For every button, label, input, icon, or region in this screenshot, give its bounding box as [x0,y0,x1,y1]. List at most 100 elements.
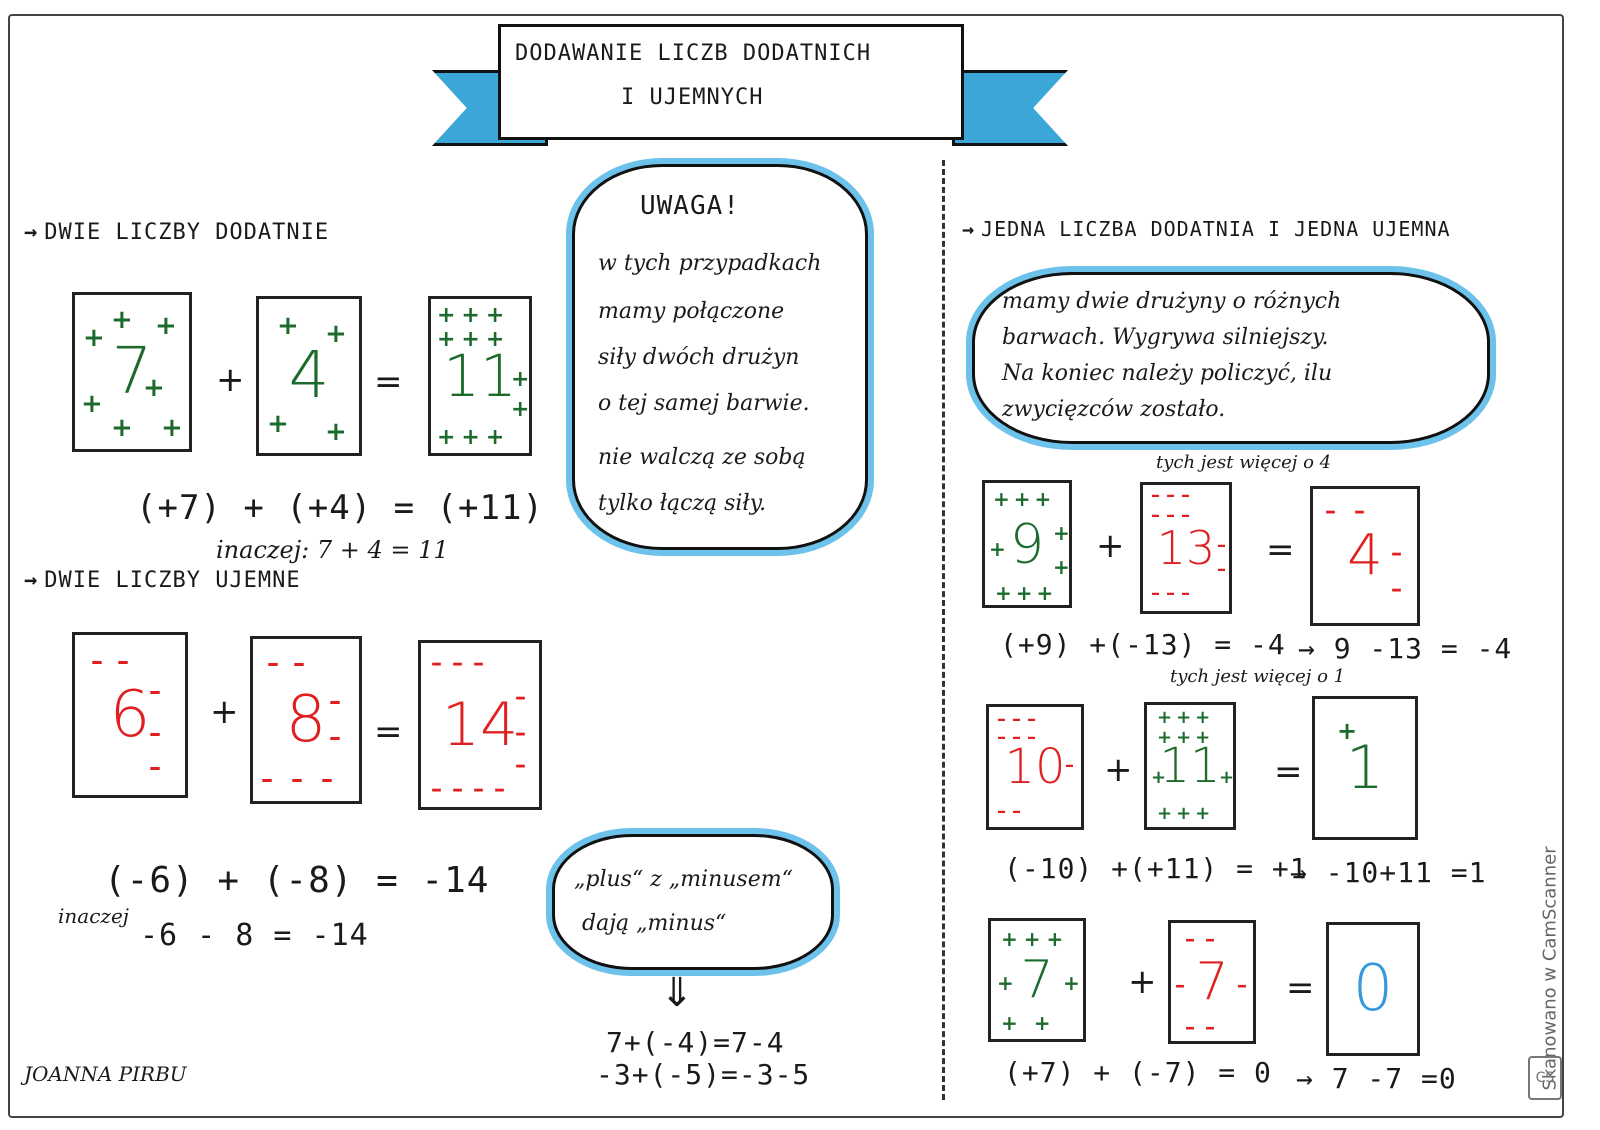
alt-formula-mixed-1-text: 9 -13 = -4 [1333,632,1513,665]
plus-icon: + [1151,767,1167,788]
equals-operator: = [374,362,403,402]
alt-formula-mixed-1: → 9 -13 = -4 [1298,632,1512,665]
minus-row-icon: ––– [261,765,351,793]
minus-row-icon: ––– [431,651,494,676]
camscanner-logo-icon: CS [1528,1056,1562,1100]
section-mixed: →JEDNA LICZBA DODATNIA I JEDNA UJEMNA [962,216,1502,242]
minus-row-icon: –– [1185,927,1225,951]
minus-row-icon: –– [1185,1015,1225,1039]
note-line: tylko łączą siły. [598,491,767,516]
plus-icon: + [1219,767,1235,788]
minus-icon: – [1391,577,1402,602]
minus-row-icon: ––– [997,727,1042,748]
equals-operator: = [1266,530,1295,570]
plus-icon: + [325,417,347,447]
plus-row-icon: +++ [437,425,511,450]
formula-mixed-1: (+9) +(-13) = -4 [1000,628,1286,661]
arrow-icon: → [24,220,39,245]
scanner-text: Skanowano w CamScanner [1539,846,1561,1091]
plus-minus-example: -3+(-5)=-3-5 [596,1058,811,1091]
title-banner: DODAWANIE LICZB DODATNICH I UJEMNYCH [498,24,964,140]
arrow-icon: → [962,217,976,241]
plus-row-icon: +++ [1157,707,1215,728]
card-number: 11 [1159,738,1221,794]
plus-icon: + [997,971,1014,995]
alt-label-negative: inaczej [58,904,129,928]
plus-icon: + [143,373,165,403]
equals-operator: = [374,712,403,752]
card-minus-6: 6 –– – – – [72,632,188,798]
author-signature: JOANNA PIRBU [24,1062,187,1086]
minus-row-icon: –– [91,647,143,675]
plus-icon: + [161,413,183,443]
minus-row-icon: ––– [1151,485,1196,506]
plus-icon: + [81,389,103,419]
mixed-cloud [972,272,1490,444]
plus-icon: + [111,413,133,443]
section-mixed-label: JEDNA LICZBA DODATNIA I JEDNA UJEMNA [981,217,1451,241]
minus-icon: – [515,685,526,710]
plus-row-icon: +++ [993,487,1056,511]
scanner-watermark: Skanowano w CamScanner [1535,780,1561,1100]
equals-operator: = [1274,752,1303,792]
card-number: 9 [1009,512,1045,576]
title-line-1: DODAWANIE LICZB DODATNICH [515,41,872,66]
plus-row-icon: +++ [1001,927,1070,951]
arrow-icon: → [24,568,39,593]
card-number: 11 [443,342,517,410]
minus-icon: – [515,753,526,778]
plus-row-icon: ++ [1001,1011,1067,1035]
plus-icon: + [511,367,530,392]
card-number: 4 [1347,523,1383,589]
equals-operator: = [1286,968,1315,1008]
card-plus-1: 1 + [1312,696,1418,840]
minus-row-icon: ––– [1151,583,1196,604]
plus-icon: + [1063,971,1080,995]
plus-icon: + [511,397,530,422]
minus-row-icon: –––– [431,777,515,802]
plus-operator: + [210,692,239,732]
formula-mixed-2: (-10) +(+11) = +1 [1004,852,1308,885]
card-plus-11: 11 +++ +++ + + +++ [1144,702,1236,830]
card-number: 10 [1004,739,1066,795]
mixed-cloud-line: zwycięzców zostało. [1002,397,1226,422]
minus-row-icon: –– [267,649,319,677]
card-minus-14: 14 ––– – – – –––– [418,640,542,810]
card-zero: 0 [1326,922,1420,1056]
plus-row-icon: +++ [437,327,511,352]
difference-note: tych jest więcej o 1 [1170,666,1346,687]
minus-icon: – [149,677,161,705]
card-minus-4: 4 –– – – [1310,486,1420,626]
minus-icon: – [1217,559,1226,580]
plus-icon: + [277,311,299,341]
minus-icon: – [1237,973,1247,997]
card-number: 7 [1195,952,1229,1012]
card-minus-13: 13 ––– ––– – – ––– [1140,482,1232,614]
card-number: 7 [1020,950,1054,1010]
minus-icon: – [149,719,161,747]
section-two-positive-label: DWIE LICZBY DODATNIE [44,220,330,245]
arrow-icon: → [1298,632,1334,665]
plus-row-icon: +++ [995,581,1058,605]
plus-icon: + [83,323,105,353]
plus-icon: + [1337,717,1358,745]
plus-icon: + [1053,521,1070,545]
card-plus-9: 9 +++ + + + +++ [982,480,1072,608]
section-two-negative-label: DWIE LICZBY UJEMNE [44,568,301,593]
card-number: 1 [1345,733,1385,803]
alt-formula-mixed-2: → -10+11 =1 [1290,856,1486,889]
mixed-cloud-line: barwach. Wygrywa silniejszy. [1002,325,1329,350]
minus-icon: – [329,723,341,751]
minus-icon: – [515,721,526,746]
minus-row-icon: –– [997,801,1027,822]
card-number: 13 [1156,521,1216,575]
minus-icon: – [1065,755,1074,776]
plus-operator: + [1096,526,1125,566]
note-title: UWAGA! [640,191,740,221]
plus-operator: + [1128,962,1157,1002]
minus-icon: – [329,687,341,715]
formula-positive: (+7) + (+4) = (+11) [136,488,544,528]
alt-formula-negative: -6 - 8 = -14 [140,918,369,953]
minus-icon: – [1391,541,1402,566]
alt-formula-positive: inaczej: 7 + 4 = 11 [216,536,449,564]
